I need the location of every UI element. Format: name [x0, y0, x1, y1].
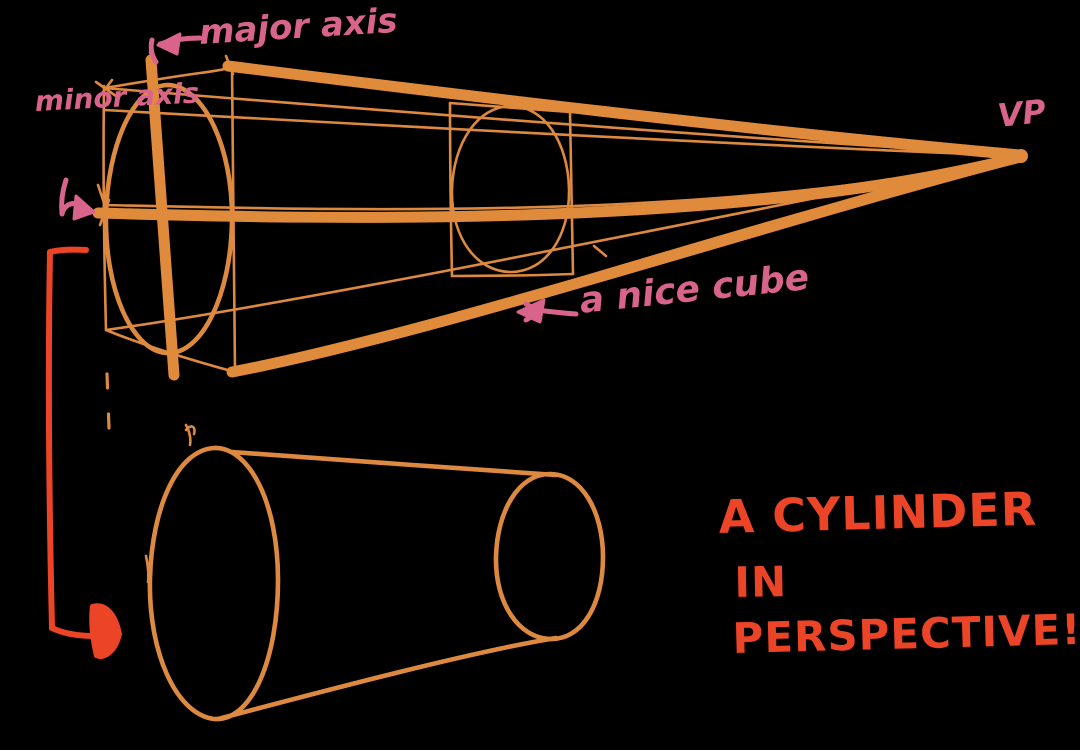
far-square-left-vertical — [448, 101, 454, 278]
inscribed-ellipses — [103, 82, 571, 356]
far-ellipse-small — [450, 104, 571, 274]
cylinder-near-ellipse — [147, 445, 281, 722]
bracket-bottom-stub — [49, 625, 99, 639]
nice-cube-arrow-head-detail — [523, 301, 543, 323]
major-axis-line — [145, 54, 180, 381]
cylinder-stray-tick — [184, 423, 192, 447]
bracket-top-stub — [47, 246, 89, 255]
tick-mark-upper-left-2 — [98, 78, 114, 98]
vp-ray-bottom — [226, 151, 1026, 378]
red-measure-bracket — [45, 246, 122, 659]
vp-ray-top — [222, 60, 1026, 161]
major-axis-arrow-head — [156, 32, 182, 56]
far-square-right-vertical — [568, 110, 575, 276]
minor-axis-arrow-shaft — [59, 177, 81, 217]
far-square-bottom-edge — [450, 272, 575, 278]
cylinder-far-ellipse — [493, 471, 606, 642]
finished-cylinder — [144, 423, 606, 722]
near-ellipse-large — [103, 82, 235, 356]
vp-ray-middle — [92, 151, 1026, 223]
annotation-arrows-pink — [59, 32, 579, 324]
cylinder-axis-tick — [144, 554, 150, 584]
vanishing-point-dot — [1014, 149, 1028, 163]
major-axis-arrow-tail-hook — [148, 37, 159, 65]
dashed-drop-line — [105, 372, 111, 430]
cylinder-top-silhouette — [229, 449, 559, 478]
bracket-arrow-head — [89, 603, 122, 659]
tick-mark-far-lower — [592, 244, 608, 258]
bracket-vertical — [45, 249, 55, 631]
minor-axis-arrow-head — [72, 194, 96, 221]
cylinder-bottom-silhouette — [215, 635, 559, 722]
vanishing-point-rays — [92, 60, 1028, 378]
